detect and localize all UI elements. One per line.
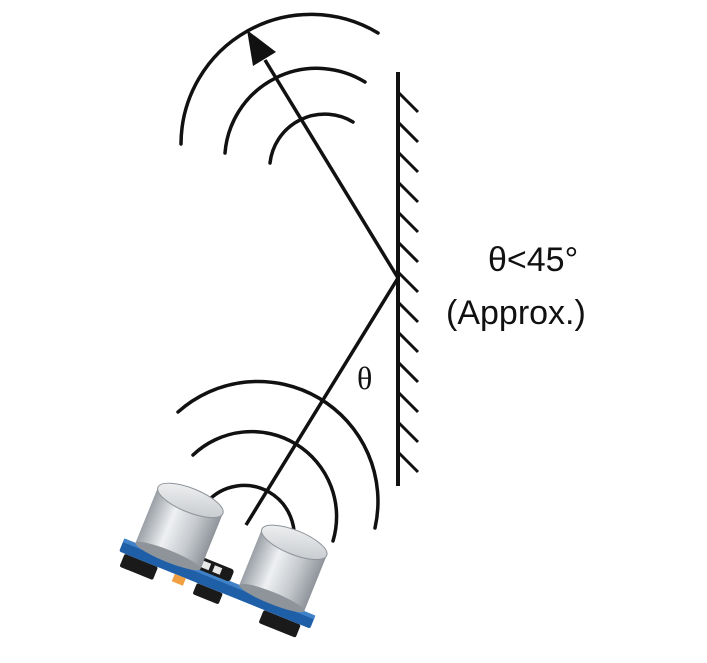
reflecting-wall (396, 72, 420, 486)
reflected-ray-arrowhead (247, 30, 276, 66)
approx-label: (Approx.) (446, 294, 586, 332)
transmitter-can (135, 482, 224, 571)
sensor-pad-right (259, 610, 301, 638)
theta-angle-label: θ (357, 360, 373, 396)
emitted-wave-3 (176, 379, 380, 530)
reflected-wave-3 (179, 12, 380, 146)
sensor-smd-component (171, 573, 186, 586)
reflected-ray (263, 59, 400, 279)
wall-hatch-marks (396, 90, 420, 474)
reflected-wave-2 (223, 66, 367, 155)
receiver-can (239, 524, 328, 613)
ultrasonic-sensor (119, 482, 328, 638)
reflected-waves (179, 12, 380, 165)
reflected-wave-1 (268, 112, 355, 165)
sensor-pad-left (120, 554, 158, 580)
emitted-wave-2 (191, 429, 339, 543)
sensor-pad-mid (193, 583, 223, 604)
angle-condition-label: θ<45° (488, 241, 579, 279)
